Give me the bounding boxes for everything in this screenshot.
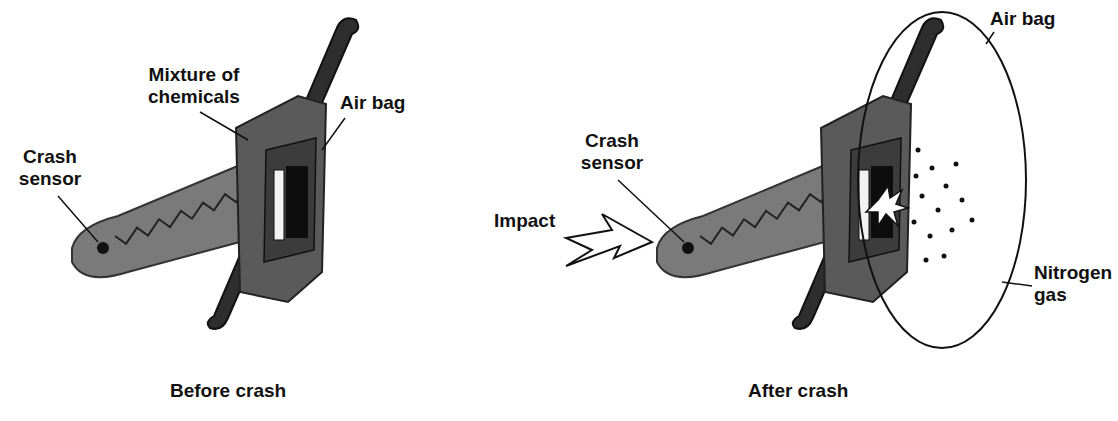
steering-assembly <box>72 18 358 329</box>
gas-dots <box>912 148 975 263</box>
ignition-burst <box>866 186 908 226</box>
label: Crash sensor <box>570 130 654 174</box>
label: Before crash <box>170 380 286 402</box>
label: Crash sensor <box>8 146 92 190</box>
label: Air bag <box>990 8 1055 30</box>
label: Air bag <box>340 92 405 114</box>
air-bag-outline <box>858 12 1026 348</box>
label: Nitrogen gas <box>1034 262 1114 306</box>
label: Impact <box>494 210 555 232</box>
impact-arrow <box>566 214 652 266</box>
leader-lines <box>58 32 1032 286</box>
label: After crash <box>748 380 848 402</box>
steering-assembly <box>657 18 943 329</box>
label: Mixture of chemicals <box>138 64 250 108</box>
